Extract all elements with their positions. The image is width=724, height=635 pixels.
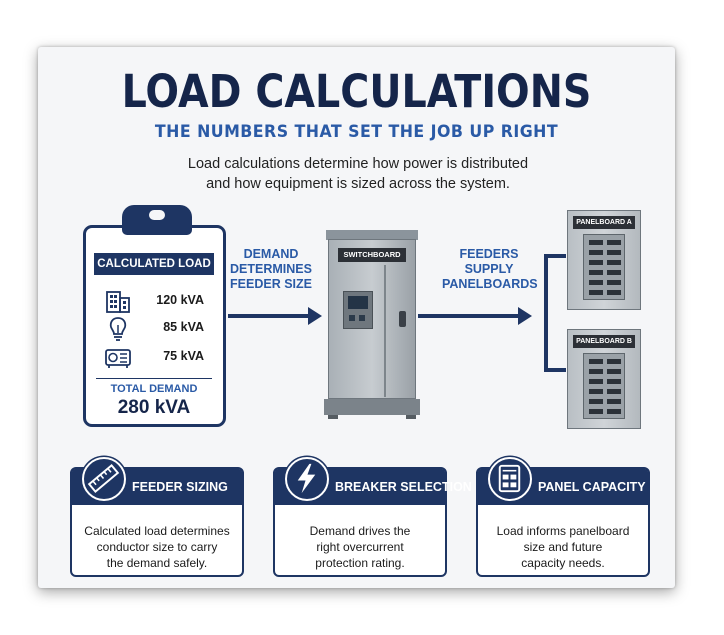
breaker-slot — [589, 270, 603, 275]
load-row-equipment: 75 kVA — [100, 344, 210, 370]
switchboard-foot — [328, 415, 338, 419]
panelboard-a: PANELBOARD A — [567, 210, 641, 310]
breaker-slot — [607, 270, 621, 275]
breaker-slot — [589, 290, 603, 295]
breaker-slot — [589, 379, 603, 384]
feeders-label-line-3: PANELBOARDS — [442, 277, 538, 291]
switchboard-base — [324, 399, 420, 415]
feeders-label-line-2: SUPPLY — [464, 262, 514, 276]
breaker-slot — [607, 399, 621, 404]
breaker-slot — [607, 409, 621, 414]
flow-arrows — [228, 254, 566, 372]
breaker-slot — [589, 359, 603, 364]
arrow-load-to-switchboard — [228, 307, 322, 325]
panelboard-b-label: PANELBOARD B — [573, 335, 635, 348]
demand-label-line-1: DEMAND — [243, 247, 299, 261]
demand-label-line-3: FEEDER SIZE — [230, 277, 312, 291]
breaker-selection-line-1: Demand drives the — [309, 524, 411, 538]
intro-line-2: and how equipment is sized across the sy… — [206, 176, 510, 192]
feeder-sizing-description: Calculated load determines conductor siz… — [80, 523, 234, 571]
lightning-icon — [285, 457, 329, 501]
breaker-slot — [589, 409, 603, 414]
load-value-equipment: 75 kVA — [163, 349, 204, 363]
switchboard-top — [326, 230, 418, 240]
breaker-selection-description: Demand drives the right overcurrent prot… — [283, 523, 437, 571]
feeder-sizing-card: FEEDER SIZING Calculated load determines… — [70, 457, 244, 577]
switchboard-foot — [406, 415, 416, 419]
breaker-slot — [589, 399, 603, 404]
breaker-slot — [589, 260, 603, 265]
panel-capacity-line-3: capacity needs. — [521, 556, 605, 570]
breaker-selection-line-2: right overcurrent — [316, 540, 404, 554]
feeders-label-line-1: FEEDERS — [459, 247, 519, 261]
feeder-branches — [544, 254, 566, 372]
infographic-card: LOAD CALCULATIONS THE NUMBERS THAT SET T… — [38, 47, 675, 588]
panel-capacity-title: PANEL CAPACITY — [538, 480, 646, 494]
load-value-building: 120 kVA — [156, 293, 204, 307]
breaker-slot — [589, 240, 603, 245]
panel-icon — [488, 457, 532, 501]
total-demand-label: TOTAL DEMAND — [110, 383, 198, 395]
breaker-slot — [589, 250, 603, 255]
breaker-slot — [607, 379, 621, 384]
panel-capacity-description: Load informs panelboard size and future … — [486, 523, 640, 571]
clipboard-clip-hole — [149, 210, 165, 220]
page-title: LOAD CALCULATIONS — [121, 65, 592, 118]
switchboard-meter-screen — [348, 296, 368, 309]
breaker-slot — [589, 280, 603, 285]
breaker-slot — [607, 290, 621, 295]
breaker-selection-card: BREAKER SELECTION Demand drives the righ… — [273, 457, 472, 577]
breaker-selection-title: BREAKER SELECTION — [335, 480, 472, 494]
intro-line-1: Load calculations determine how power is… — [187, 156, 529, 172]
demand-label-line-2: DETERMINES — [230, 262, 312, 276]
feeder-sizing-line-1: Calculated load determines — [84, 524, 230, 538]
panelboard-a-breakers — [583, 234, 625, 300]
breaker-slot — [607, 359, 621, 364]
total-demand-value: 280 kVA — [117, 397, 191, 418]
breaker-slot — [589, 389, 603, 394]
switchboard-label: SWITCHBOARD — [338, 248, 406, 262]
demand-label: DEMAND DETERMINES FEEDER SIZE — [228, 247, 314, 292]
panel-capacity-line-1: Load informs panelboard — [496, 524, 630, 538]
lightbulb-icon — [109, 317, 127, 341]
breaker-slot — [607, 280, 621, 285]
load-row-lighting: 85 kVA — [100, 315, 210, 341]
arrow-switchboard-to-panels — [418, 307, 532, 325]
breaker-slot — [589, 369, 603, 374]
breaker-slot — [607, 250, 621, 255]
calculated-load-header: CALCULATED LOAD — [94, 253, 214, 275]
switchboard-button — [359, 315, 365, 321]
panel-capacity-line-2: size and future — [523, 540, 603, 554]
breaker-slot — [607, 389, 621, 394]
load-value-lighting: 85 kVA — [163, 320, 204, 334]
switchboard-door-handle — [399, 311, 406, 327]
feeders-label: FEEDERS SUPPLY PANELBOARDS — [442, 247, 538, 292]
intro-text: Load calculations determine how power is… — [158, 154, 558, 194]
total-divider — [96, 378, 212, 379]
feeder-sizing-line-3: the demand safely. — [106, 556, 208, 570]
breaker-slot — [607, 260, 621, 265]
breaker-selection-line-3: protection rating. — [315, 556, 405, 570]
page-subtitle: THE NUMBERS THAT SET THE JOB UP RIGHT — [154, 122, 559, 142]
building-icon — [106, 291, 130, 313]
panelboard-a-label: PANELBOARD A — [573, 216, 635, 229]
ruler-icon — [82, 457, 126, 501]
panelboard-b: PANELBOARD B — [567, 329, 641, 429]
breaker-slot — [607, 369, 621, 374]
feeder-sizing-title: FEEDER SIZING — [132, 480, 228, 494]
feeder-sizing-line-2: conductor size to carry — [96, 540, 218, 554]
load-row-building: 120 kVA — [100, 288, 210, 314]
switchboard-button — [349, 315, 355, 321]
breaker-slot — [607, 240, 621, 245]
switchboard-door-divider — [384, 265, 386, 397]
panelboard-b-breakers — [583, 353, 625, 419]
equipment-icon — [105, 349, 131, 368]
panel-capacity-card: PANEL CAPACITY Load informs panelboard s… — [476, 457, 650, 577]
